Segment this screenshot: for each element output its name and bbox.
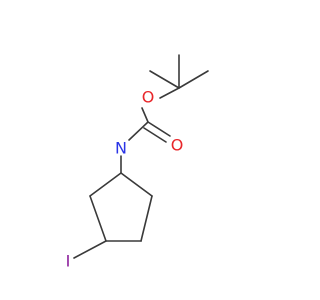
structure-svg: O O N I [66,54,209,271]
bond-tbu-to-ether-oxygen [159,87,180,99]
atom-carbonyl-oxygen: O [171,136,184,155]
bond-ring-1 [120,172,153,197]
bond-ring-2 [140,195,153,242]
bond-ring-4 [89,195,107,242]
atom-ether-oxygen: O [142,88,155,107]
molecule-diagram: O O N I [66,54,209,271]
bond-tbu-methyl-left [149,70,180,89]
bond-tbu-methyl-right [178,70,209,89]
bond-ether-oxygen-to-carbonyl-carbon [141,107,149,123]
bond-ring-5 [89,172,122,197]
bond-ring-to-iodine [73,240,107,259]
bond-carbonyl-double-1 [147,121,171,137]
bond-carbonyl-double-2 [143,127,167,143]
atom-iodine: I [66,252,71,271]
bond-carbonyl-to-nitrogen [128,121,149,141]
atom-nitrogen: N [115,139,127,158]
